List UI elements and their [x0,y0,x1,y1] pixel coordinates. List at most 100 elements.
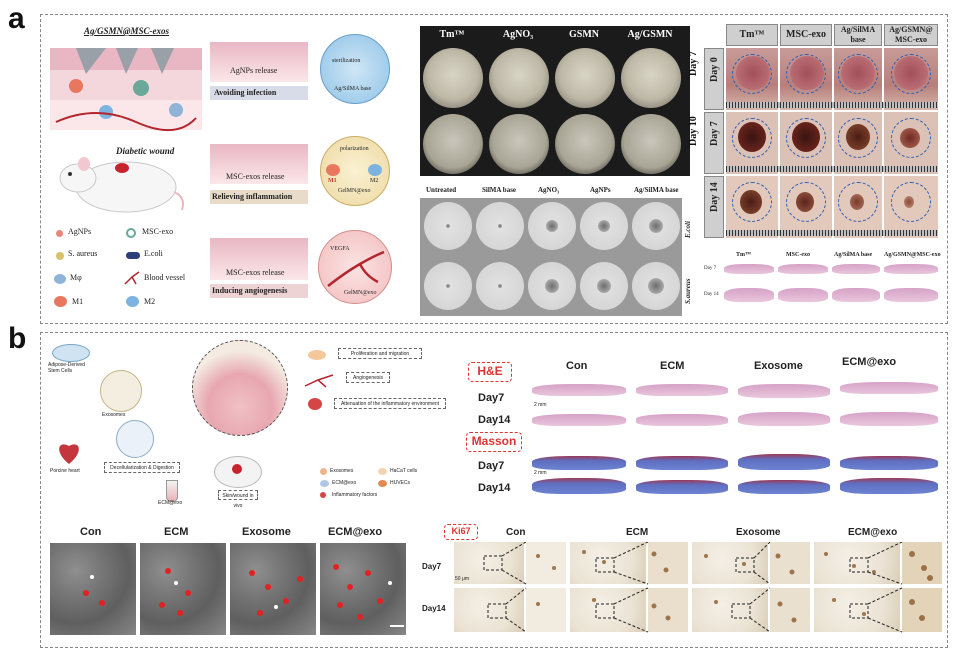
wound-row-label: Day 0 [709,57,720,82]
exosome-icon [320,468,327,475]
ki67-zoom [902,542,942,584]
tube-icon [166,480,178,502]
panel-a-schematic: Ag/GSMN@MSC-exos Diabetic wound AgNPs MS… [46,20,206,320]
m1-icon [326,164,340,176]
plate-row-label: Day 10 [688,116,699,146]
he-section [636,414,728,426]
bubble-top-label: VEGFA [330,246,350,252]
inhibition-zone [446,284,450,288]
step-caption: Inducing angiogenesis [212,286,288,295]
ki67-section [692,542,768,584]
legend-label: Mφ [70,273,82,282]
agar-plate [555,48,615,108]
micro-column-header: ECM [164,526,189,538]
micrograph [320,543,406,635]
porcine-heart-label: Porcine heart [50,468,80,474]
agar-plate [423,48,483,108]
mouse-illustration [59,157,184,213]
legend-label: Blood vessel [144,273,186,282]
panel-b-letter: b [8,322,27,355]
step-relieving-inflammation: MSC-exos release Relieving inflammation … [208,126,408,212]
skin-cross-section [50,48,202,132]
he-section [532,384,626,396]
stain-column-header: ECM@exo [842,356,897,368]
he-section [840,382,938,394]
panel-b-schematic: Adipose-Derived Stem Cells Exosomes Porc… [46,340,456,509]
wound-outline [786,118,826,158]
masson-section [840,478,938,494]
masson-section [532,456,626,470]
zone-row-label: E.coli [684,221,692,238]
process-box: Decellularization & Digestion [104,462,180,473]
inhibition-zone [597,279,611,293]
cell-dish-icon [52,344,90,362]
he-section [724,264,774,274]
ecm-cell-icon [116,420,154,458]
mechanism-steps: AgNPs release Avoiding infection sterili… [208,34,408,320]
msc-exo-icon [126,228,136,238]
stain-column-header: Con [566,360,588,372]
inhibition-zone [598,220,610,232]
step-caption-box [210,190,308,204]
step-release-label: MSC-exos release [226,172,285,181]
panel-a-frame [40,14,948,324]
stain-row-label: Day7 [478,392,505,404]
wound-outline [732,54,772,94]
stain-column-header: Exosome [754,360,803,372]
mouse-b-icon [214,456,262,488]
panel-b-frame [40,332,948,648]
masson-section [840,456,938,470]
m2-icon [368,164,382,176]
histology-column-header: Ag/GSMN@MSC-exo [884,252,941,258]
stain-row-label: Day14 [478,414,511,426]
he-section [840,412,938,426]
wound-outline [838,118,878,158]
histology-column-header: MSC-exo [786,252,810,258]
masson-section [636,456,728,470]
ki67-label: Ki67 [444,524,478,540]
huvec-icon [378,480,387,487]
he-section [884,288,938,302]
agar-plate [423,114,483,174]
adsc-label: Adipose-Derived Stem Cells [48,362,85,374]
step-caption-box [210,284,308,298]
ki67-section [814,542,900,584]
legend-label: HaCaT cells [390,468,418,474]
he-section [778,264,828,274]
masson-section [636,480,728,494]
ki67-section [454,588,524,632]
schematic-legend: AgNPs MSC-exo S. aureus E.coli Mφ Blood … [52,226,202,318]
ki67-column-header: Con [506,527,526,538]
legend-label: M2 [144,297,156,306]
he-section [738,412,830,426]
exosome-cell-icon [100,370,142,412]
micro-column-header: Con [80,526,102,538]
step-avoiding-infection: AgNPs release Avoiding infection sterili… [208,34,408,120]
legend-label: Exosomes [330,468,354,474]
zone-row-label: S.aureus [684,278,692,304]
micro-column-header: ECM@exo [328,526,383,538]
wound-outline [786,182,826,222]
he-section [636,384,728,396]
ki67-column-header: ECM@exo [848,527,898,538]
ki67-column-header: ECM [626,527,649,538]
inflammatory-cell-icon [308,398,322,410]
masson-section [532,478,626,494]
wound-row-label: Day 7 [709,121,720,146]
inhibition-zone [546,220,558,232]
micrograph [140,543,226,635]
step-caption-box [210,86,308,100]
wound-zoom-circle [192,340,288,436]
ki67-zoom [648,588,688,632]
scale-bar-label: 2 mm [534,402,547,408]
step-caption: Avoiding infection [214,88,277,97]
ki67-column-header: Exosome [736,527,781,538]
m2-icon [126,296,139,307]
effect-box: Proliferation and migration [338,348,422,359]
bubble-bottom-label: GelMN@exo [344,290,377,296]
ruler-scale [726,166,938,172]
panel-a-letter: a [8,2,25,35]
stain-column-header: ECM [660,360,685,372]
bubble-bottom-label: GelMN@exo [338,188,371,194]
he-label: H&E [468,362,512,382]
